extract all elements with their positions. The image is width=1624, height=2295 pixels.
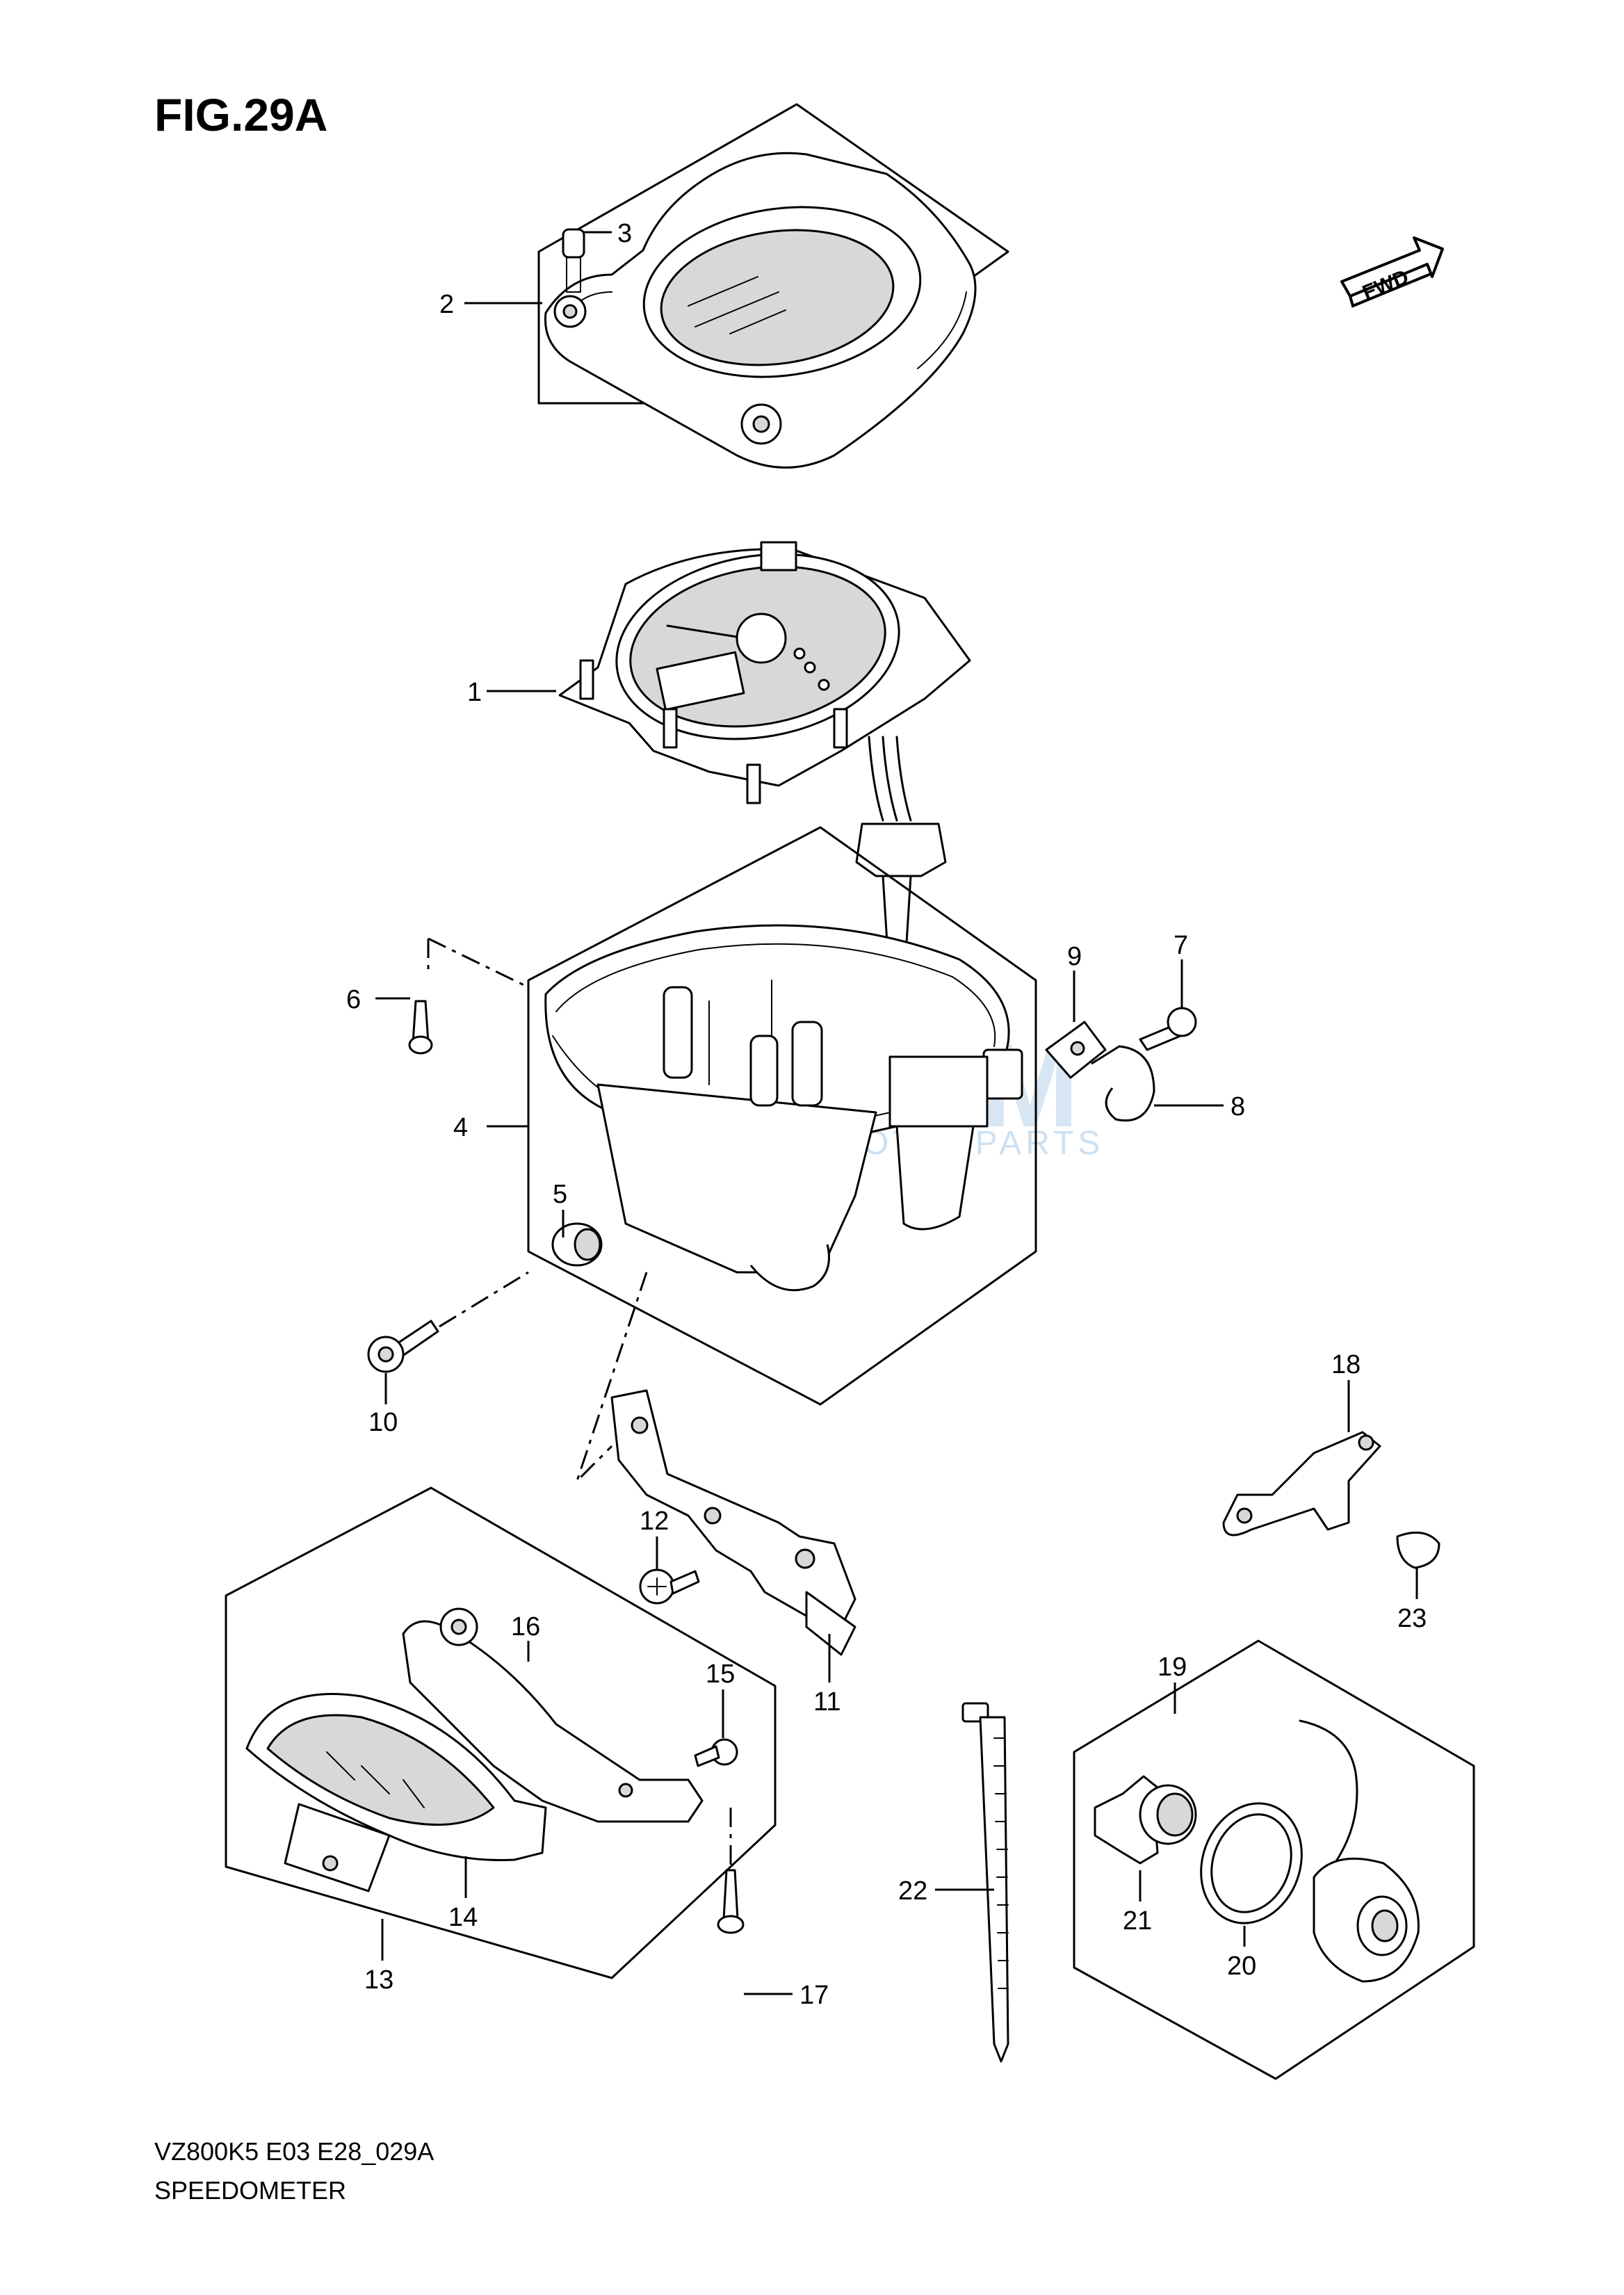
callout-16: 16 (511, 1612, 540, 1641)
callout-4: 4 (453, 1113, 468, 1142)
callout-5: 5 (553, 1180, 567, 1209)
assembly-line-screw-6 (427, 937, 529, 989)
callout-23: 23 (1397, 1604, 1427, 1633)
callout-10: 10 (368, 1408, 398, 1437)
group-frame-socket (1073, 1639, 1475, 2080)
screw-12-drawing (639, 1568, 700, 1605)
callout-11: 11 (813, 1687, 841, 1717)
screw-6-drawing (408, 1000, 433, 1055)
assembly-line-bracket (576, 1272, 648, 1482)
cable-tie-drawing (961, 1702, 1009, 2063)
meter-case-drawing (544, 924, 1023, 1292)
screw-15-drawing (694, 1738, 738, 1767)
callout-21: 21 (1123, 1906, 1152, 1936)
callout-2: 2 (439, 290, 454, 319)
sensor-bracket-drawing (1222, 1431, 1440, 1569)
callout-18: 18 (1331, 1350, 1361, 1379)
clamp-parts-drawing (1045, 1007, 1197, 1122)
group-frame-indicator (225, 1486, 777, 1979)
fwd-arrow-icon: FWD (1340, 236, 1444, 308)
callout-8: 8 (1231, 1092, 1245, 1121)
speedometer-assembly-drawing (558, 541, 971, 989)
meter-bracket-drawing (610, 1389, 856, 1656)
callout-15: 15 (706, 1660, 735, 1689)
model-code: VZ800K5 E03 E28_029A (154, 2137, 434, 2166)
callout-17: 17 (799, 1981, 829, 2010)
section-name: SPEEDOMETER (154, 2176, 346, 2205)
meter-cover-drawing (544, 152, 977, 469)
callout-1: 1 (467, 678, 482, 707)
assembly-line-bolt-10 (439, 1271, 529, 1328)
bolt-17-drawing (717, 1869, 745, 1934)
bolt-10-drawing (367, 1320, 439, 1373)
group-frame-case (527, 826, 1037, 1406)
callout-6: 6 (346, 985, 361, 1014)
callout-12: 12 (640, 1507, 669, 1536)
callout-19: 19 (1158, 1653, 1187, 1682)
callout-14: 14 (448, 1903, 478, 1932)
callout-20: 20 (1227, 1952, 1256, 1981)
indicator-assembly-drawing (245, 1607, 704, 1892)
socket-assembly-drawing (1094, 1719, 1420, 1983)
callout-13: 13 (364, 1965, 393, 1995)
callout-22: 22 (898, 1876, 927, 1906)
callout-labels: 1 2 3 4 5 6 7 8 9 10 11 12 13 14 15 16 1… (346, 219, 1427, 2010)
callout-9: 9 (1067, 942, 1082, 971)
leader-lines (375, 231, 1418, 1995)
callout-7: 7 (1174, 931, 1188, 960)
callout-3: 3 (617, 219, 632, 248)
figure-title: FIG.29A (154, 89, 327, 140)
